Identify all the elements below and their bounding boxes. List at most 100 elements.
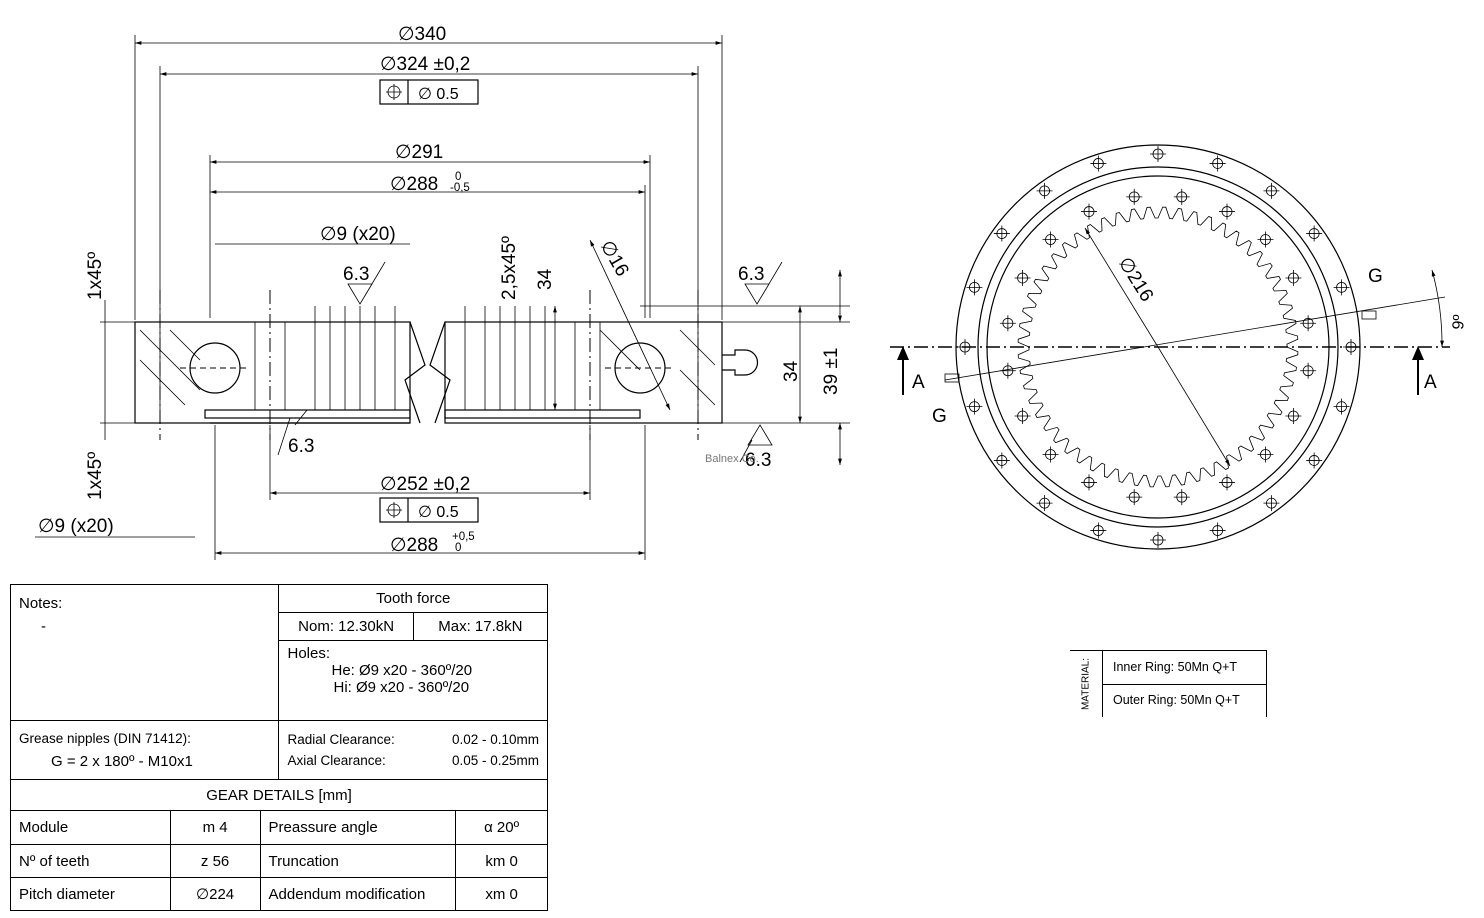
gear-details-title: GEAR DETAILS [mm] [10,779,548,811]
hole-center-mark [1285,269,1302,286]
tooth-force-label: Tooth force [278,584,548,613]
dim-39: 39 ±1 [821,348,842,395]
watermark: Balnex Co. [705,453,759,465]
tol-upper: +0,5 [452,531,475,543]
gear-row: Pitch diameter ∅224 Addendum modificatio… [10,877,548,911]
bolt-holes [957,146,1359,548]
hole-center-mark [1014,269,1031,286]
gear-row: Module m 4 Preassure angle α 20º [10,810,548,845]
dim-216: ∅216 [1114,254,1157,306]
roughness-value: 6.3 [343,264,369,285]
hole-center-mark [1263,495,1280,512]
dim-288-top: ∅288 [390,174,438,195]
hole-bottom-label: ∅9 (x20) [38,516,114,537]
hole-center-mark [1263,182,1280,199]
dim-outer-diameter: ∅340 [398,24,446,45]
hole-center-mark [1333,279,1350,296]
hole-center-mark [1150,146,1166,162]
tol-lower: 0 [455,542,461,554]
dim-34-right: 34 [781,360,802,382]
gear-label: Truncation [259,844,457,878]
notes-value: - [41,618,46,635]
hole-top-label: ∅9 (x20) [320,224,396,245]
specs-table: Notes: - Tooth force Nom: 12.30kN Max: 1… [9,584,548,911]
hole-center-mark [993,452,1010,469]
gear-value: km 0 [455,844,548,878]
hole-center-mark [1333,398,1350,415]
angle-label: 9º [1450,314,1468,330]
roughness-value: 6.3 [745,450,771,471]
hole-center-mark [1090,155,1107,172]
gear-label: Nº of teeth [10,844,171,878]
gear-row: Nº of teeth z 56 Truncation km 0 [10,844,548,878]
hole-center-mark [1219,474,1236,491]
chamfer-bottom: 1x45º [85,452,106,500]
gear-label: Addendum modification [259,877,457,911]
radial-clearance-value: 0.02 - 0.10mm [451,732,539,747]
section-label-left: A [912,372,925,393]
gear-label: Preassure angle [259,810,457,845]
nipple-label-right: G [1368,266,1383,287]
hole-center-mark [1126,188,1143,205]
hole-center-mark [1126,489,1143,506]
hole-center-mark [1080,474,1097,491]
tol-upper: 0 [455,171,461,183]
holes-label: Holes: [287,645,331,662]
gear-value: α 20º [455,810,548,845]
hole-center-mark [966,279,983,296]
dim-291: ∅291 [395,142,443,163]
chamfer-inner: 2,5x45º [499,236,520,300]
hole-center-mark [1300,315,1317,332]
hole-center-mark [1285,408,1302,425]
hole-center-mark [993,225,1010,242]
grease-value: G = 2 x 180º - M10x1 [51,752,193,770]
notes-label: Notes: [19,595,63,612]
hole-center-mark [1036,182,1053,199]
gear-value: m 4 [169,810,261,845]
tol-lower: -0,5 [450,182,470,194]
hole-center-mark [1090,522,1107,539]
section-label-right: A [1424,372,1437,393]
hole-center-mark [1300,362,1317,379]
notes-cell: Notes: - [9,584,280,721]
material-label: MATERIAL: [1080,657,1092,711]
grease-label: Grease nipples (DIN 71412): [19,730,191,746]
chamfer-top: 1x45º [85,252,106,300]
section-view: ∅340 ∅324 ±0,2 ∅ 0.5 ∅291 ∅288 0 -0,5 ∅9… [35,24,850,560]
axial-clearance-label: Axial Clearance: [287,753,386,768]
material-outer-ring: Outer Ring: 50Mn Q+T [1113,693,1240,707]
material-box: MATERIAL: Inner Ring: 50Mn Q+T Outer Rin… [1070,650,1267,717]
hole-center-mark [999,315,1016,332]
hole-center-mark [1306,452,1323,469]
plan-view: A A G G ∅216 9º [890,144,1468,550]
hole-center-mark [1042,446,1059,463]
hole-center-mark [1257,231,1274,248]
tooth-force-nom: Nom: 12.30kN [279,613,414,640]
radial-clearance-label: Radial Clearance: [287,732,395,747]
hole-center-mark [1209,155,1226,172]
material-inner-ring: Inner Ring: 50Mn Q+T [1113,660,1238,674]
hole-center-mark [966,398,983,415]
gear-value: ∅224 [169,877,261,911]
hole-center-mark [1150,532,1166,548]
dim-34-inner: 34 [535,268,556,290]
tolerance-inner-value: ∅ 0.5 [418,504,459,521]
hole-center-mark [1219,203,1236,220]
hole-center-mark [1306,225,1323,242]
roughness-value: 6.3 [288,436,314,457]
hole-center-mark [1257,446,1274,463]
roughness-value: 6.3 [738,264,764,285]
tolerance-outer-value: ∅ 0.5 [418,86,459,103]
hole-center-mark [1209,522,1226,539]
gear-label: Pitch diameter [10,877,171,911]
tooth-force-max: Max: 17.8kN [438,618,523,635]
hole-center-mark [1173,489,1190,506]
hole-center-mark [1173,188,1190,205]
ball-diameter: ∅16 [596,237,633,280]
dim-bolt-circle-outer: ∅324 ±0,2 [380,54,470,75]
gear-value: xm 0 [455,877,548,911]
dim-288-bottom: ∅288 [390,535,438,556]
hole-center-mark [1080,203,1097,220]
dim-bolt-circle-inner: ∅252 ±0,2 [380,474,470,495]
